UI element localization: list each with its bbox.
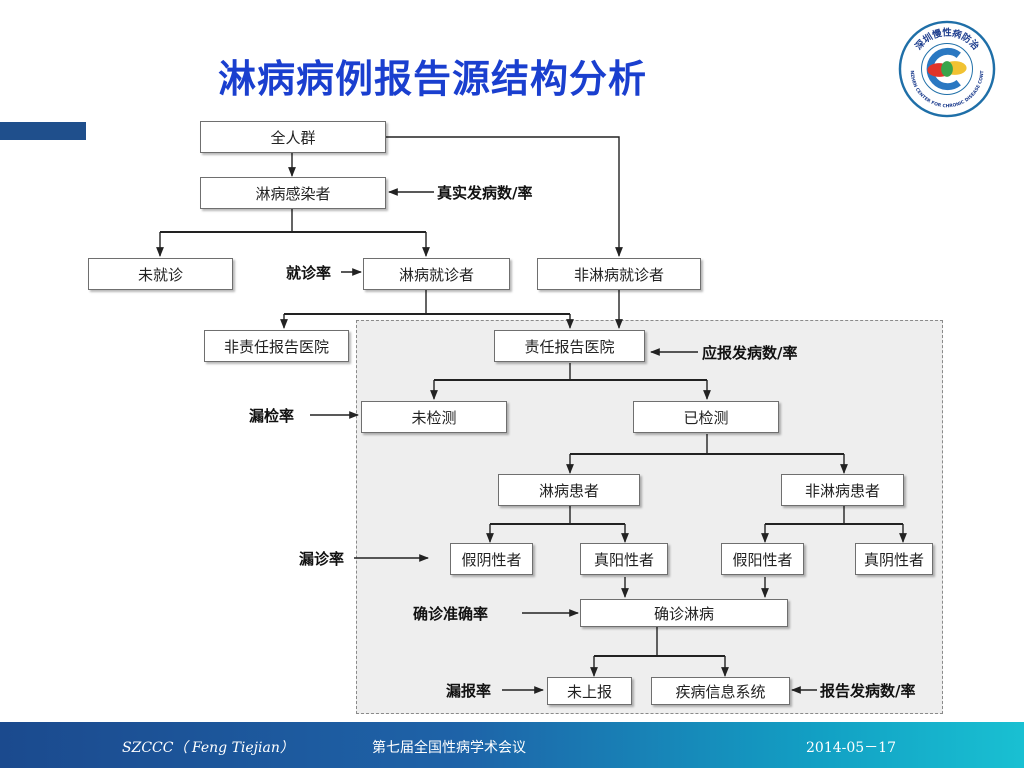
- label-missed-test-rate: 漏检率: [249, 407, 295, 425]
- node-non-gonorrhea-cases: 非淋病患者: [781, 474, 904, 506]
- node-not-reported: 未上报: [547, 677, 632, 705]
- node-infected: 淋病感染者: [200, 177, 386, 209]
- node-info-system: 疾病信息系统: [651, 677, 790, 705]
- footer-author: SZCCC（ Feng Tiejian）: [122, 740, 294, 756]
- node-gonorrhea-visit: 淋病就诊者: [363, 258, 510, 290]
- accent-bar: [0, 122, 86, 140]
- node-false-negative: 假阴性者: [450, 543, 533, 575]
- label-should-report: 应报发病数/率: [702, 344, 798, 362]
- logo: 深圳慢性病防治 SHENZHEN CENTER FOR CHRONIC DISE…: [898, 20, 996, 118]
- node-false-positive: 假阳性者: [721, 543, 804, 575]
- node-responsible-hospital: 责任报告医院: [494, 330, 645, 362]
- reporting-region: [356, 320, 943, 714]
- node-all-population: 全人群: [200, 121, 386, 153]
- label-missed-diagnosis-rate: 漏诊率: [299, 550, 345, 568]
- footer-conference: 第七届全国性病学术会议: [372, 740, 526, 756]
- page-title: 淋病病例报告源结构分析: [218, 57, 648, 101]
- footer-date: 2014-05－17: [806, 740, 896, 756]
- node-non-gonorrhea-visit: 非淋病就诊者: [537, 258, 701, 290]
- node-non-responsible-hospital: 非责任报告医院: [204, 330, 349, 362]
- node-true-negative: 真阴性者: [855, 543, 933, 575]
- label-missed-report-rate: 漏报率: [446, 682, 492, 700]
- label-diagnosis-accuracy: 确诊准确率: [413, 605, 489, 623]
- label-true-incidence: 真实发病数/率: [437, 184, 533, 202]
- node-gonorrhea-cases: 淋病患者: [498, 474, 640, 506]
- node-not-visited: 未就诊: [88, 258, 233, 290]
- node-not-tested: 未检测: [361, 401, 507, 433]
- footer-bar: [0, 722, 1024, 768]
- label-reported-incidence: 报告发病数/率: [820, 682, 916, 700]
- node-true-positive: 真阳性者: [580, 543, 668, 575]
- label-visit-rate: 就诊率: [286, 264, 332, 282]
- node-confirmed: 确诊淋病: [580, 599, 788, 627]
- node-tested: 已检测: [633, 401, 779, 433]
